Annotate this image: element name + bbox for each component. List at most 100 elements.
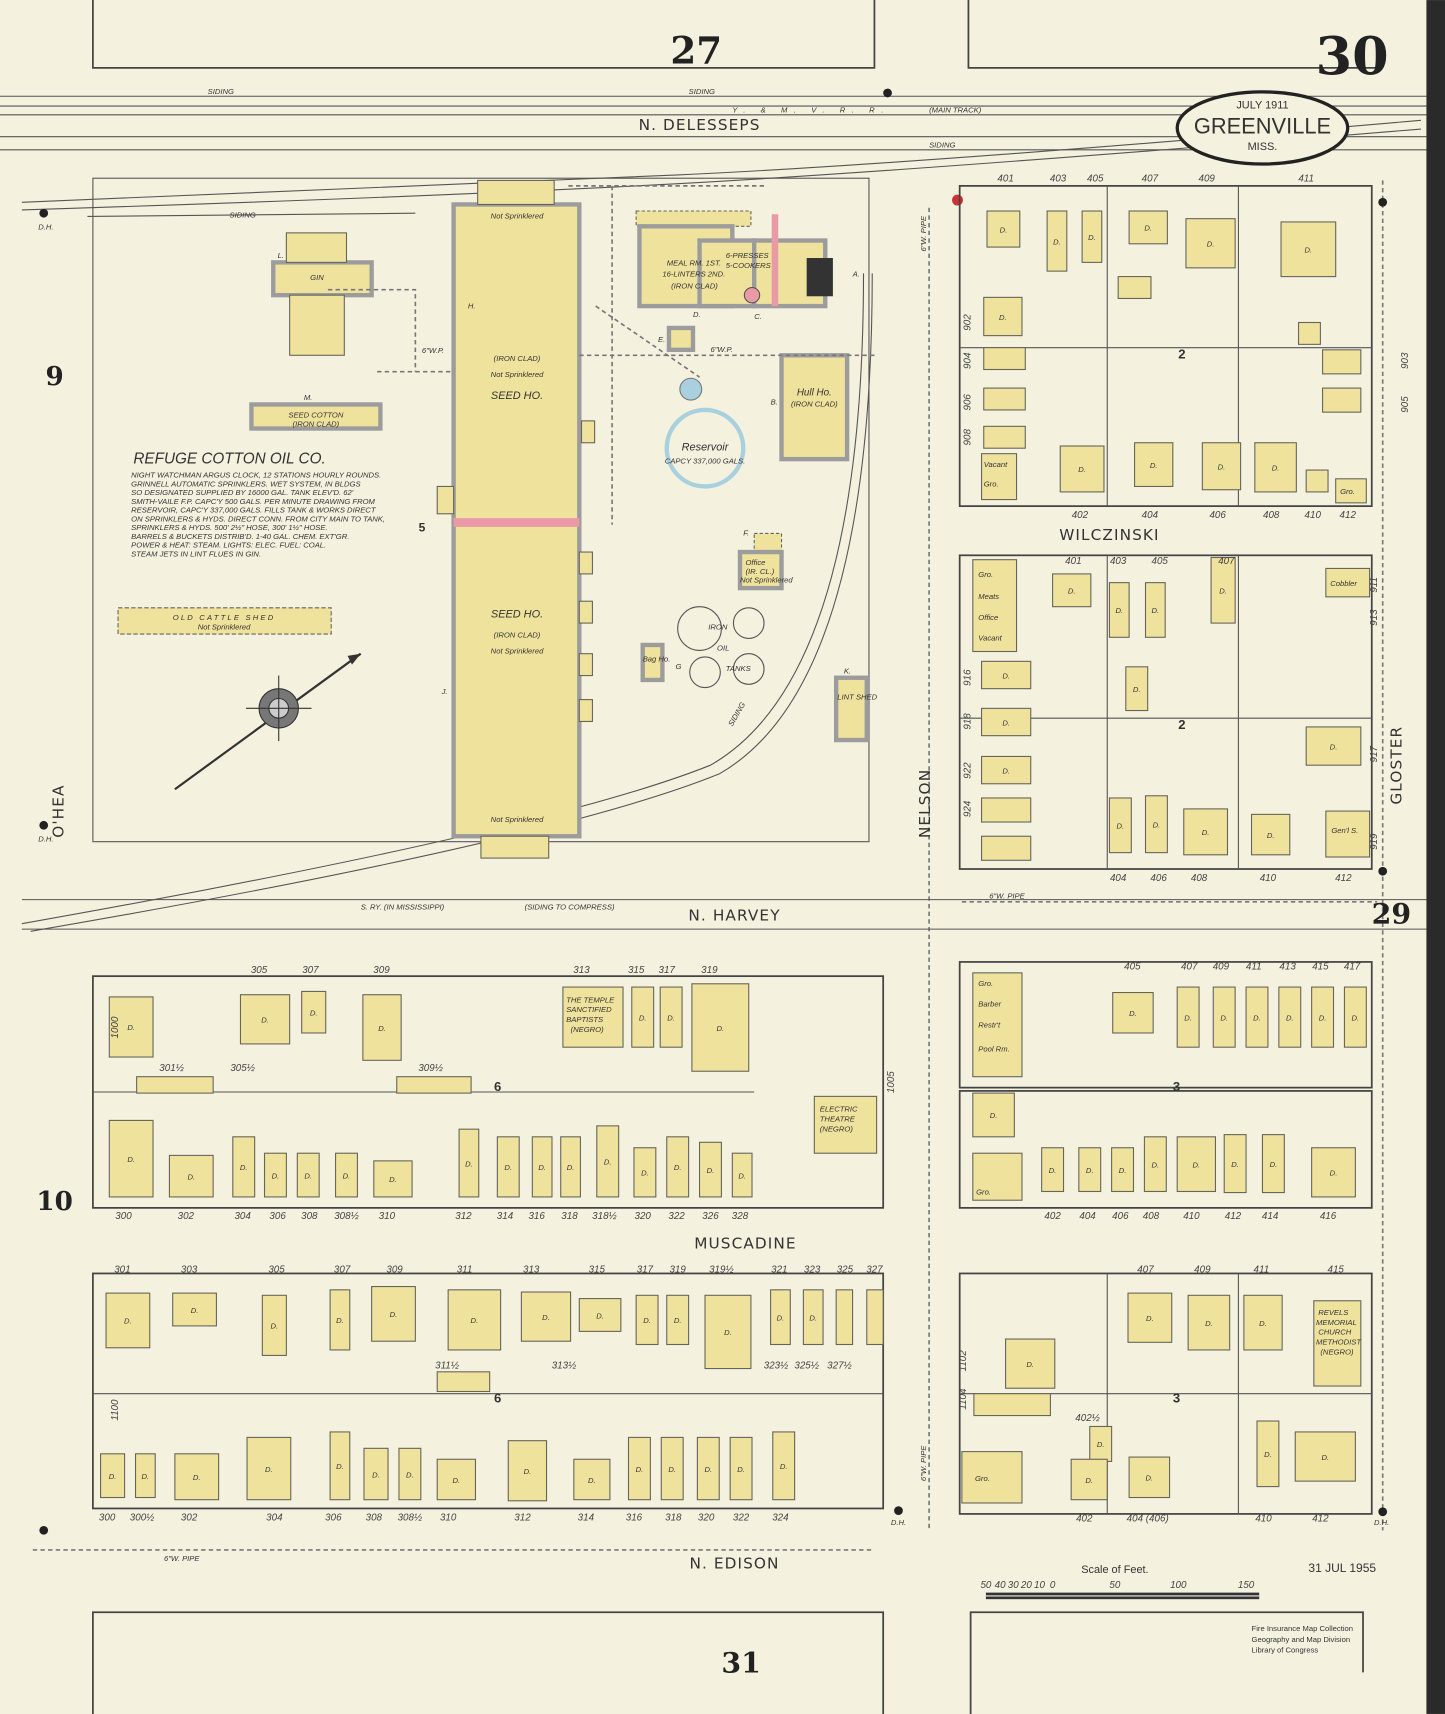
dwelling-label: D.: [271, 1322, 279, 1331]
dwelling: [329, 1289, 351, 1351]
dwelling: [363, 1447, 389, 1501]
address-number: 902: [963, 314, 974, 331]
hydrant-label: D.H.: [891, 1518, 906, 1527]
address-number: 1100: [110, 1399, 121, 1421]
building-letter: F.: [743, 529, 749, 538]
dwelling: [335, 1152, 358, 1198]
address-number: 301: [114, 1264, 130, 1275]
dwelling: [835, 1289, 854, 1346]
label: ELECTRIC: [820, 1105, 858, 1114]
address-number: 323: [804, 1264, 821, 1275]
address-number: 324: [772, 1512, 789, 1523]
label: Gro.: [984, 479, 999, 488]
address-number: 403: [1050, 174, 1067, 185]
address-number: 308½: [398, 1512, 423, 1523]
dwelling: [981, 835, 1032, 861]
address-number: 323½: [764, 1361, 789, 1372]
dwelling: [1081, 210, 1103, 263]
address-number: 404: [1079, 1211, 1096, 1222]
label: (NEGRO): [820, 1124, 854, 1133]
label: Gro.: [978, 979, 993, 988]
address-number: 308: [301, 1211, 318, 1222]
title-cartouche: JULY 1911 GREENVILLE MISS.: [1175, 90, 1350, 166]
address-number: 312: [514, 1512, 531, 1523]
address-number: 310: [379, 1211, 396, 1222]
label: Meats: [978, 592, 999, 601]
fire-wall: [453, 518, 580, 527]
reservoir-capacity: CAPCY 337,000 GALS.: [665, 457, 746, 466]
address-number: 302: [181, 1512, 198, 1523]
dwelling-label: D.: [261, 1016, 269, 1025]
dwelling-label: D.: [604, 1158, 612, 1167]
label: Restr't: [978, 1021, 1001, 1030]
dwelling: [1176, 986, 1200, 1048]
building-letter: E.: [658, 335, 665, 344]
address-number: 406: [1112, 1211, 1129, 1222]
dwelling: [573, 1458, 611, 1501]
gin-feed: [285, 232, 348, 263]
address-number: 1005: [886, 1071, 897, 1093]
dwelling-label: D.: [809, 1313, 817, 1322]
dwelling: [731, 1152, 753, 1198]
address-number: 304: [234, 1211, 251, 1222]
note-line: SPRINKLERS & HYDS. 500' 2½" HOSE, 300' 1…: [131, 523, 327, 532]
dwelling: [1311, 1147, 1356, 1198]
address-number: 408: [1263, 510, 1280, 521]
scale-tick: 10: [1034, 1580, 1045, 1591]
label: (IRON CLAD): [293, 419, 340, 428]
dwelling: [1041, 1147, 1065, 1193]
address-number: 911: [1369, 577, 1380, 593]
dwelling: [983, 347, 1026, 371]
dwelling: [436, 1371, 491, 1393]
store-row: [972, 972, 1023, 1078]
address-number: 311: [457, 1264, 473, 1275]
address-number: 1102: [958, 1350, 969, 1372]
building-letter: D.: [693, 310, 701, 319]
address-number: 401: [1065, 556, 1081, 567]
address-number: 410: [1305, 510, 1322, 521]
dwelling: [1111, 1147, 1135, 1193]
dwelling: [1212, 986, 1236, 1048]
dwelling: [1250, 813, 1291, 856]
dwelling-label: D.: [1053, 237, 1061, 246]
address-number: 309: [373, 965, 390, 976]
dwelling-label: D.: [567, 1163, 575, 1172]
dwelling: [1294, 1431, 1356, 1482]
siding-label: SIDING: [929, 141, 955, 150]
note-line: STEAM JETS IN LINT FLUES IN GIN.: [131, 549, 261, 558]
building-letter: C.: [754, 312, 762, 321]
temple-sanctified-baptists: [562, 986, 624, 1048]
dwelling-label: D.: [1002, 766, 1010, 775]
dwelling-label: D.: [1088, 233, 1096, 242]
label: Cobbler: [1330, 579, 1357, 588]
dwelling: [1134, 442, 1174, 488]
dwelling-label: D.: [471, 1316, 479, 1325]
address-number: 325½: [794, 1361, 819, 1372]
hull-house-label: Hull Ho.: [797, 388, 832, 399]
dwelling-label: D.: [389, 1175, 397, 1184]
scale-tick: 0: [1050, 1580, 1056, 1591]
address-number: 404: [1110, 873, 1127, 884]
dwelling-label: D.: [1259, 1319, 1267, 1328]
dwelling: [772, 1431, 796, 1501]
pipe-label: 6"W.P.: [422, 346, 444, 355]
address-number: 407: [1142, 174, 1159, 185]
dwelling-label: D.: [1207, 240, 1215, 249]
label: 16-LINTERS 2ND.: [662, 270, 725, 279]
dwelling: [973, 1393, 1051, 1417]
address-number: 408: [1143, 1211, 1160, 1222]
library-stamp-line: Library of Congress: [1252, 1646, 1319, 1655]
dwelling: [972, 1092, 1015, 1138]
boilers: [806, 258, 833, 297]
state-name: MISS.: [1248, 141, 1278, 153]
address-number: 326: [702, 1211, 719, 1222]
address-number: 327½: [827, 1361, 852, 1372]
address-number: 405: [1124, 962, 1141, 973]
dwelling: [172, 1292, 217, 1327]
water-tank: [679, 377, 703, 401]
address-number: 916: [963, 669, 974, 686]
office: [737, 549, 784, 591]
label: (IRON CLAD): [494, 630, 541, 639]
dwelling-label: D.: [1068, 587, 1076, 596]
dwelling-label: D.: [1002, 718, 1010, 727]
